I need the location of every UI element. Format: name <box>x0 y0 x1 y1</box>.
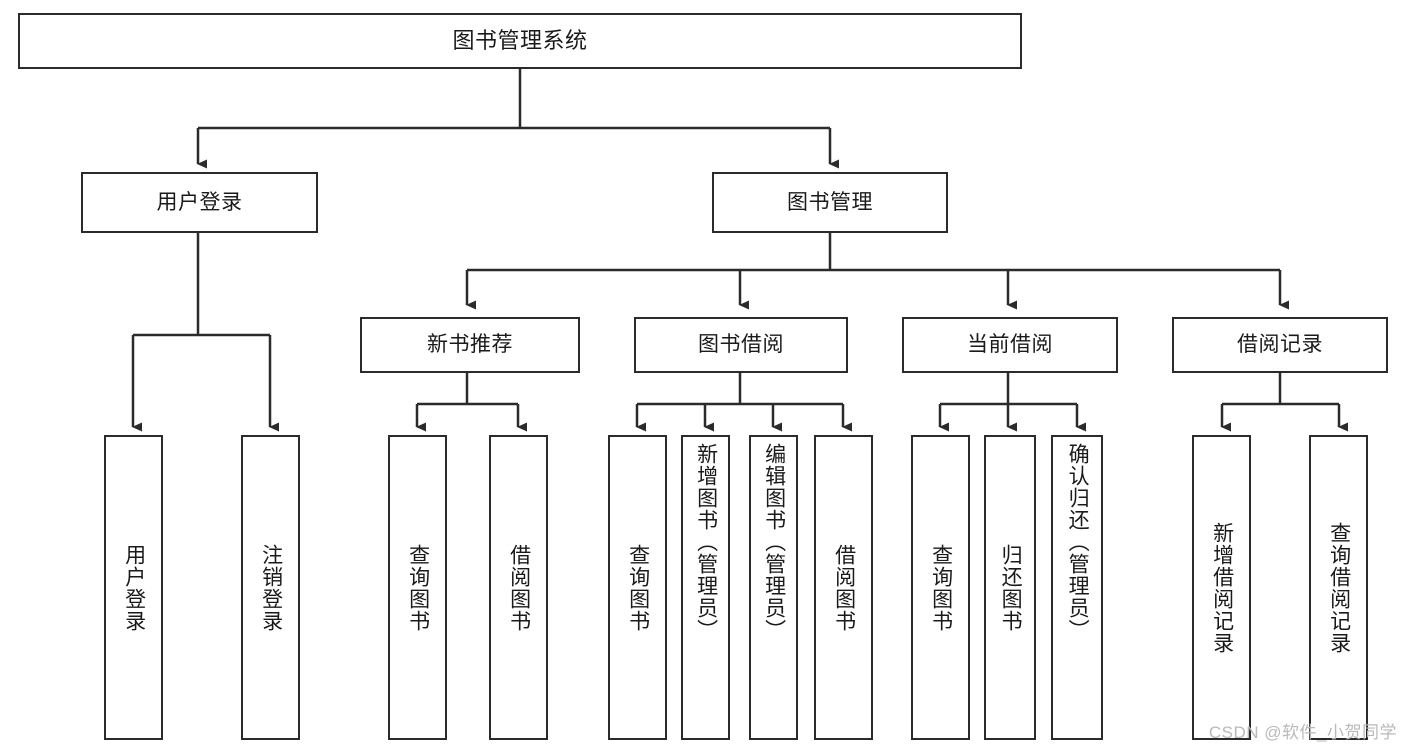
node-label: 图书借阅 <box>698 333 784 357</box>
node-label: 图书管理 <box>787 190 873 214</box>
node-label: 用户登录 <box>122 543 146 632</box>
node-label: 查询图书 <box>406 543 430 632</box>
node-label: 用户登录 <box>156 190 243 214</box>
csdn-watermark: CSDN @软件_小贺同学 <box>1208 723 1397 742</box>
leaf-query-borrow-record[interactable]: 查询借阅记录 <box>1309 435 1368 740</box>
leaf-confirm-return-admin[interactable]: 确认归还（管理员） <box>1051 435 1103 740</box>
leaf-return-book[interactable]: 归还图书 <box>984 435 1036 740</box>
node-book-borrow[interactable]: 图书借阅 <box>634 317 848 373</box>
node-label: 查询图书 <box>929 543 953 632</box>
node-borrow-record[interactable]: 借阅记录 <box>1172 317 1388 373</box>
node-label: 图书管理系统 <box>452 27 588 53</box>
leaf-borrow-book-recommend[interactable]: 借阅图书 <box>489 435 548 740</box>
leaf-query-book-current[interactable]: 查询图书 <box>911 435 970 740</box>
node-new-book-recommend[interactable]: 新书推荐 <box>360 317 580 373</box>
node-label: 确认归还（管理员） <box>1066 443 1090 641</box>
node-current-borrow[interactable]: 当前借阅 <box>902 317 1118 373</box>
node-label: 注销登录 <box>259 543 283 632</box>
leaf-query-book-recommend[interactable]: 查询图书 <box>388 435 447 740</box>
node-label: 借阅记录 <box>1237 333 1323 357</box>
leaf-add-book-admin[interactable]: 新增图书（管理员） <box>681 435 730 740</box>
node-label: 归还图书 <box>999 543 1023 632</box>
leaf-add-borrow-record[interactable]: 新增借阅记录 <box>1192 435 1251 740</box>
node-label: 查询借阅记录 <box>1327 521 1351 654</box>
node-label: 借阅图书 <box>832 543 856 632</box>
leaf-borrow-book[interactable]: 借阅图书 <box>814 435 873 740</box>
node-label: 新增图书（管理员） <box>694 443 718 641</box>
node-user-login[interactable]: 用户登录 <box>81 172 318 233</box>
leaf-logout[interactable]: 注销登录 <box>241 435 300 740</box>
node-label: 借阅图书 <box>507 543 531 632</box>
node-label: 新增借阅记录 <box>1210 521 1234 654</box>
node-label: 编辑图书（管理员） <box>762 443 786 641</box>
leaf-edit-book-admin[interactable]: 编辑图书（管理员） <box>749 435 798 740</box>
leaf-user-login[interactable]: 用户登录 <box>104 435 163 740</box>
node-label: 当前借阅 <box>967 333 1053 357</box>
leaf-query-book-borrow[interactable]: 查询图书 <box>608 435 667 740</box>
node-root-system[interactable]: 图书管理系统 <box>18 13 1022 69</box>
node-label: 查询图书 <box>626 543 650 632</box>
node-label: 新书推荐 <box>427 333 513 357</box>
node-book-manage[interactable]: 图书管理 <box>712 172 948 233</box>
